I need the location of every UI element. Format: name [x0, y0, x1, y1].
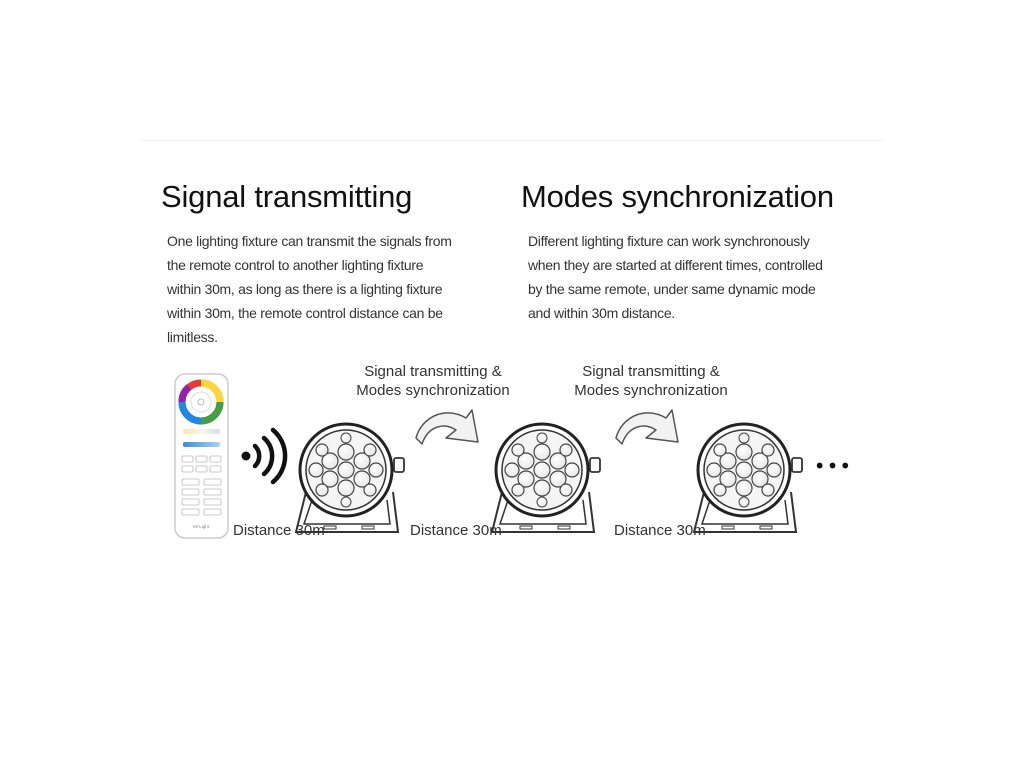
modes-desc-line: Different lighting fixture can work sync… — [528, 233, 810, 249]
flow-caption-1: Signal transmitting & Modes synchronizat… — [342, 362, 524, 400]
signal-desc-line: the remote control to another lighting f… — [167, 257, 424, 273]
flow-caption-line: Signal transmitting & — [582, 363, 720, 380]
signal-desc-line: within 30m, as long as there is a lighti… — [167, 281, 443, 297]
signal-transmitting-title: Signal transmitting — [161, 179, 413, 214]
flow-caption-line: Modes synchronization — [356, 382, 510, 399]
distance-label-2: Distance 30m — [410, 522, 502, 539]
modes-synchronization-description: Different lighting fixture can work sync… — [528, 229, 823, 325]
flow-caption-line: Modes synchronization — [574, 382, 728, 399]
continuation-ellipsis: ••• — [814, 454, 852, 478]
wireless-signal-icon — [241, 427, 288, 485]
modes-synchronization-title: Modes synchronization — [521, 179, 834, 214]
modes-desc-line: and within 30m distance. — [528, 305, 675, 321]
curved-arrow-icon-1 — [415, 409, 479, 445]
flow-caption-line: Signal transmitting & — [364, 363, 502, 380]
modes-desc-line: by the same remote, under same dynamic m… — [528, 281, 816, 297]
floodlight-fixture-2 — [490, 422, 602, 534]
distance-label-1: Distance 30m — [233, 522, 325, 539]
floodlight-fixture-1 — [294, 422, 406, 534]
signal-transmitting-description: One lighting fixture can transmit the si… — [167, 229, 452, 349]
flow-caption-2: Signal transmitting & Modes synchronizat… — [560, 362, 742, 400]
remote-brand-label: Mi·Light — [193, 524, 210, 529]
signal-desc-line: One lighting fixture can transmit the si… — [167, 233, 452, 249]
remote-control-icon: Mi·Light — [174, 373, 229, 539]
top-divider — [140, 140, 884, 141]
signal-desc-line: within 30m, the remote control distance … — [167, 305, 443, 321]
distance-label-3: Distance 30m — [614, 522, 706, 539]
modes-desc-line: when they are started at different times… — [528, 257, 823, 273]
signal-desc-line: limitless. — [167, 329, 218, 345]
curved-arrow-icon-2 — [615, 409, 679, 445]
floodlight-fixture-3 — [692, 422, 804, 534]
